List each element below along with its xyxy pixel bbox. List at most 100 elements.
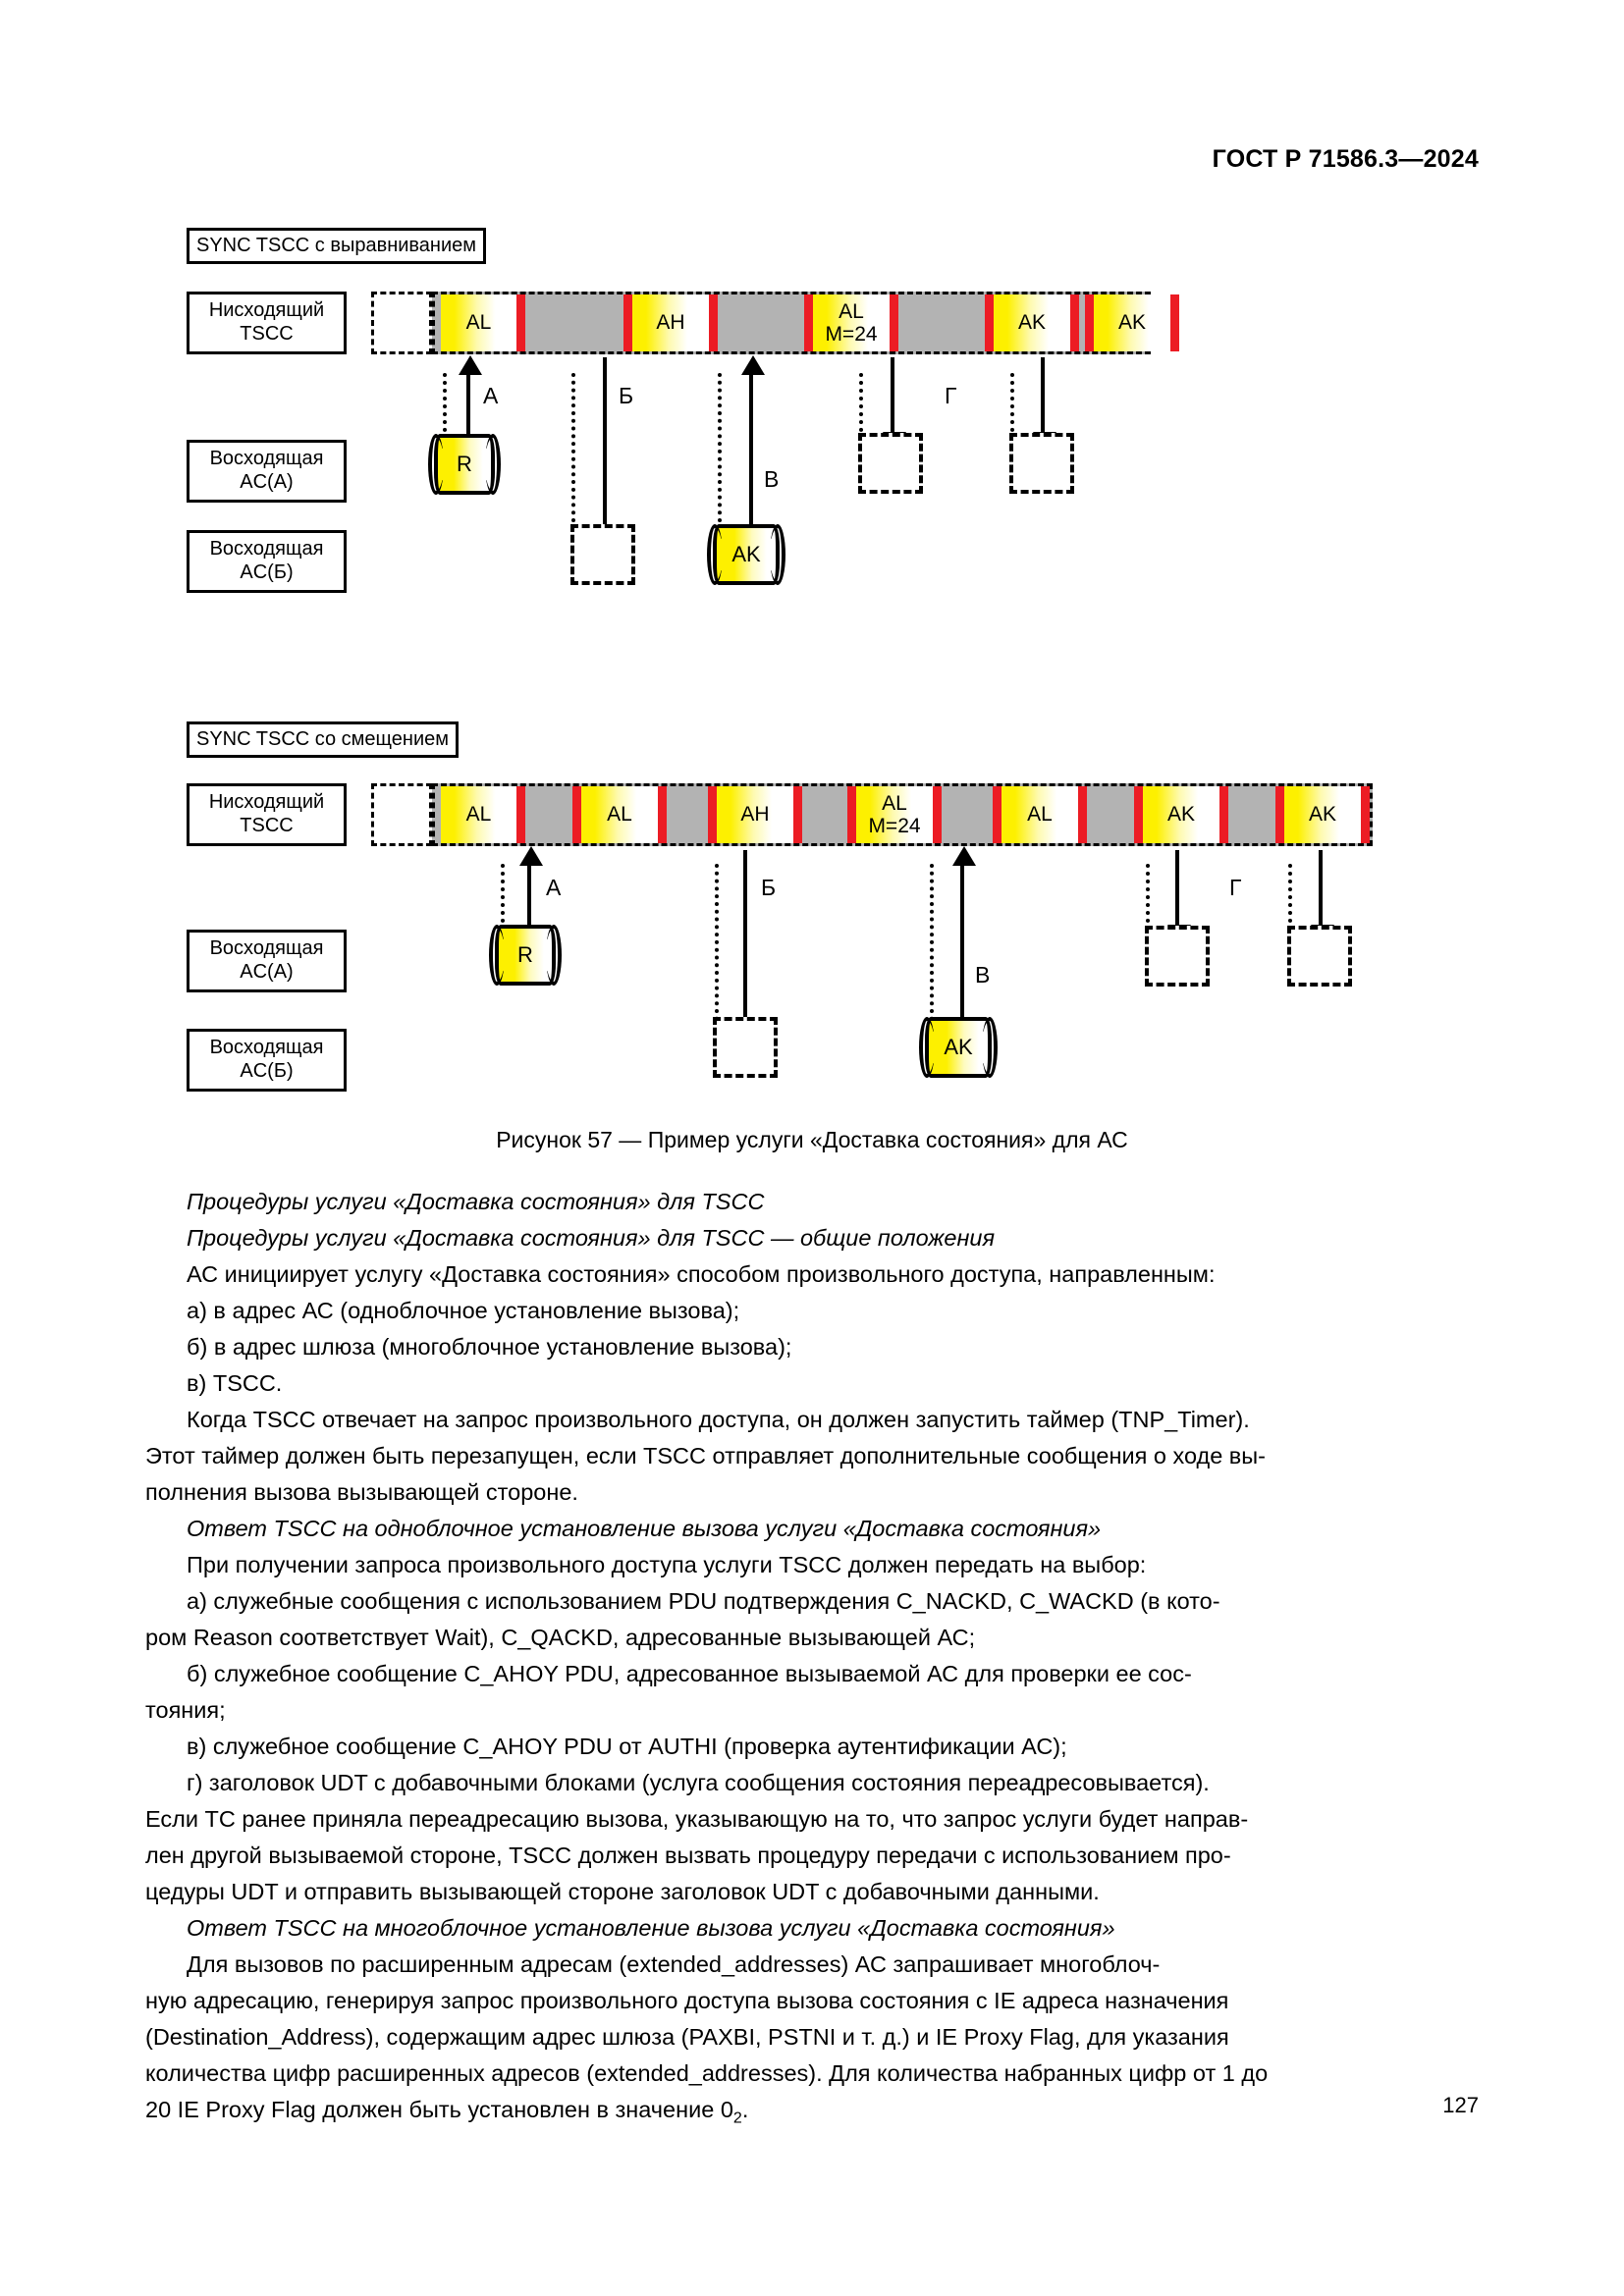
- empty-slot-box-1b: [858, 433, 923, 494]
- arrow-g-down-1a: [883, 357, 906, 452]
- block-body: AL M=24: [856, 786, 933, 843]
- sync-label-box-1: SYNC TSCC с выравниванием: [187, 228, 487, 264]
- block-separator-red: [1134, 786, 1143, 843]
- block-separator-red: [709, 294, 718, 351]
- node-label: AK: [944, 1035, 973, 1059]
- block-separator-red: [572, 786, 581, 843]
- block-separator-red: [793, 786, 802, 843]
- row-label-uplink-ac-b-2: Восходящая AC(Б): [187, 1029, 347, 1092]
- row-label-line1: Восходящая: [209, 1037, 324, 1059]
- node-label: R: [457, 452, 472, 476]
- body-line-l26: 20 IE Proxy Flag должен быть установлен …: [145, 2097, 748, 2127]
- body-line-l22: Для вызовов по расширенным адресам (exte…: [187, 1951, 1161, 1977]
- timeline-block-ak-2b[interactable]: AK: [1275, 786, 1370, 843]
- arrow-label-g-1: Г: [945, 383, 957, 408]
- block-label: AK: [1017, 311, 1046, 335]
- row-label-line1: Восходящая: [209, 448, 324, 470]
- body-line-l26-main: 20 IE Proxy Flag должен быть установлен …: [145, 2097, 733, 2122]
- arrow-label-a-1: А: [483, 383, 499, 408]
- block-body: AL: [441, 786, 516, 843]
- timeline-block-al-m24-2[interactable]: AL M=24: [847, 786, 942, 843]
- timeline-block-ah-2[interactable]: AH: [708, 786, 802, 843]
- guide-line: [443, 373, 447, 440]
- body-line-l19: лен другой вызываемой стороне, TSCC долж…: [145, 1842, 1231, 1868]
- block-body: AK: [1143, 786, 1219, 843]
- block-separator-red: [1170, 294, 1179, 351]
- node-ak-2[interactable]: AK: [919, 1017, 998, 1078]
- body-line-l08: Этот таймер должен быть перезапущен, есл…: [145, 1443, 1267, 1468]
- arrow-v-up-2: [960, 866, 964, 1050]
- block-separator-red: [1085, 294, 1094, 351]
- sync-label-box-2: SYNC TSCC со смещением: [187, 721, 459, 758]
- block-body: AH: [717, 786, 793, 843]
- arrow-a-up-1: [466, 375, 470, 459]
- block-body: AK: [994, 294, 1070, 351]
- body-line-l12: а) служебные сообщения с использованием …: [187, 1588, 1220, 1614]
- block-label: AL: [882, 792, 907, 816]
- timeline-block-al-2a[interactable]: AL: [441, 786, 525, 843]
- timeline-idle-slot-2: [371, 783, 432, 846]
- block-label: AL: [1027, 803, 1053, 827]
- timeline-block-al-2b[interactable]: AL: [572, 786, 667, 843]
- arrow-label-a-2: А: [546, 875, 562, 900]
- body-line-l11: При получении запроса произвольного дост…: [187, 1552, 1147, 1577]
- block-body: AL: [441, 294, 516, 351]
- row-label-line1: Нисходящий: [208, 791, 325, 814]
- body-line-l21: Ответ TSCC на многоблочное установление …: [187, 1915, 1115, 1941]
- block-sublabel: M=24: [825, 322, 878, 346]
- timeline-strip-2: AL AL AH AL: [432, 783, 1373, 846]
- guide-line: [501, 864, 505, 931]
- arrow-g-down-2a: [1167, 850, 1191, 944]
- timeline-block-al-1[interactable]: AL: [441, 294, 525, 351]
- body-line-l16: в) служебное сообщение C_AHOY PDU от AUT…: [187, 1734, 1067, 1759]
- timeline-block-al-m24-1[interactable]: AL M=24: [804, 294, 898, 351]
- guide-line: [859, 373, 863, 440]
- node-ak-1[interactable]: AK: [707, 524, 785, 585]
- block-separator-red: [708, 786, 717, 843]
- body-line-l20: цедуры UDT и отправить вызывающей сторон…: [145, 1879, 1100, 1904]
- figure-caption: Рисунок 57 — Пример услуги «Доставка сос…: [496, 1127, 1128, 1152]
- empty-slot-box-2c: [1287, 926, 1352, 987]
- row-label-uplink-ac-a-1: Восходящая AC(A): [187, 440, 347, 503]
- guide-line: [1288, 864, 1292, 931]
- timeline-block-al-2c[interactable]: AL: [993, 786, 1087, 843]
- arrow-b-down-1: [595, 357, 619, 546]
- row-label-uplink-ac-a-2: Восходящая AC(A): [187, 930, 347, 992]
- node-label: R: [517, 942, 533, 967]
- node-r-2[interactable]: R: [489, 925, 562, 986]
- block-separator-red: [1361, 786, 1370, 843]
- block-label: AK: [1166, 803, 1195, 827]
- arrow-g-down-1b: [1033, 357, 1056, 452]
- arrow-label-b-2: Б: [761, 875, 777, 900]
- empty-slot-box-2a: [713, 1017, 778, 1078]
- arrow-v-up-1: [749, 375, 753, 556]
- timeline-block-ak-2a[interactable]: AK: [1134, 786, 1228, 843]
- node-r-1[interactable]: R: [428, 434, 501, 495]
- block-label: AK: [1117, 311, 1146, 335]
- node-label: AK: [731, 542, 761, 566]
- row-label-line2: AC(Б): [240, 561, 294, 583]
- guide-line: [715, 864, 719, 1021]
- row-label-line2: AC(A): [240, 961, 294, 983]
- block-separator-red: [1219, 786, 1228, 843]
- block-separator-red: [1070, 294, 1079, 351]
- block-body: AL M=24: [813, 294, 890, 351]
- body-line-l25: количества цифр расширенных адресов (ext…: [145, 2060, 1269, 2086]
- row-label-line1: Нисходящий: [208, 299, 325, 322]
- body-line-l26-subscript: 2: [732, 2109, 742, 2127]
- block-label: AL: [607, 803, 632, 827]
- block-separator-red: [1275, 786, 1284, 843]
- timeline-block-ak-1b[interactable]: AK: [1085, 294, 1179, 351]
- guide-line: [571, 373, 575, 530]
- timeline-block-ak-1a[interactable]: AK: [985, 294, 1079, 351]
- body-line-l03: АС инициирует услугу «Доставка состояния…: [187, 1261, 1216, 1287]
- block-label: AL: [465, 803, 492, 827]
- body-line-l10: Ответ TSCC на одноблочное установление в…: [187, 1516, 1102, 1541]
- row-label-line1: Восходящая: [209, 538, 324, 561]
- body-line-l07: Когда TSCC отвечает на запрос произвольн…: [187, 1407, 1250, 1432]
- body-line-l13: ром Reason соответствует Wait), C_QACKD,…: [145, 1625, 976, 1650]
- body-line-l23: ную адресацию, генерируя запрос произвол…: [145, 1988, 1229, 2013]
- arrow-label-g-2: Г: [1229, 875, 1242, 900]
- empty-slot-box-1c: [1009, 433, 1074, 494]
- timeline-block-ah-1[interactable]: AH: [623, 294, 718, 351]
